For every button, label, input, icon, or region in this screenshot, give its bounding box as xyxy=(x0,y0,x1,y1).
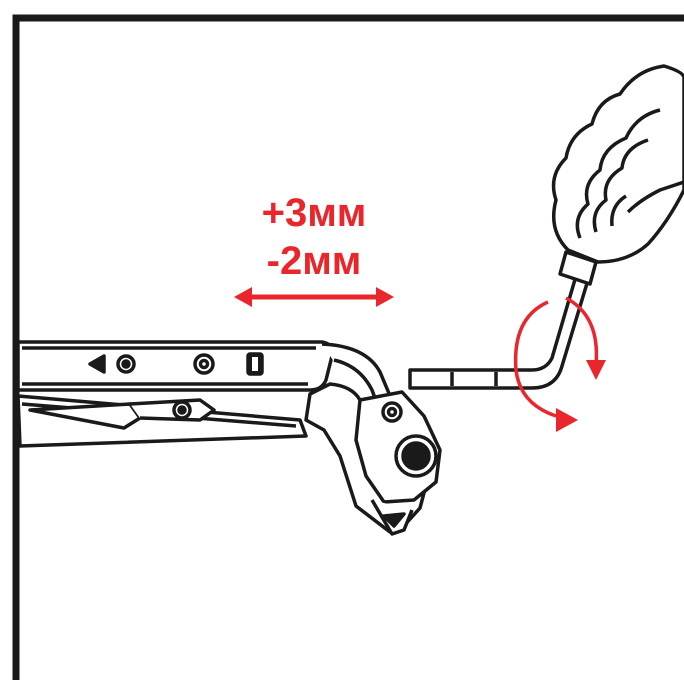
window-frame xyxy=(12,14,684,680)
rotation-arrowhead-upper xyxy=(586,360,606,380)
double-arrow-icon xyxy=(234,287,394,307)
hinge-bracket xyxy=(16,340,442,536)
adjustment-plus-label: +3мм xyxy=(262,191,367,235)
adjustment-minus-label: -2мм xyxy=(267,239,362,283)
hex-key-screwdriver-icon xyxy=(408,64,684,390)
rotation-arrowhead-lower xyxy=(556,408,578,432)
